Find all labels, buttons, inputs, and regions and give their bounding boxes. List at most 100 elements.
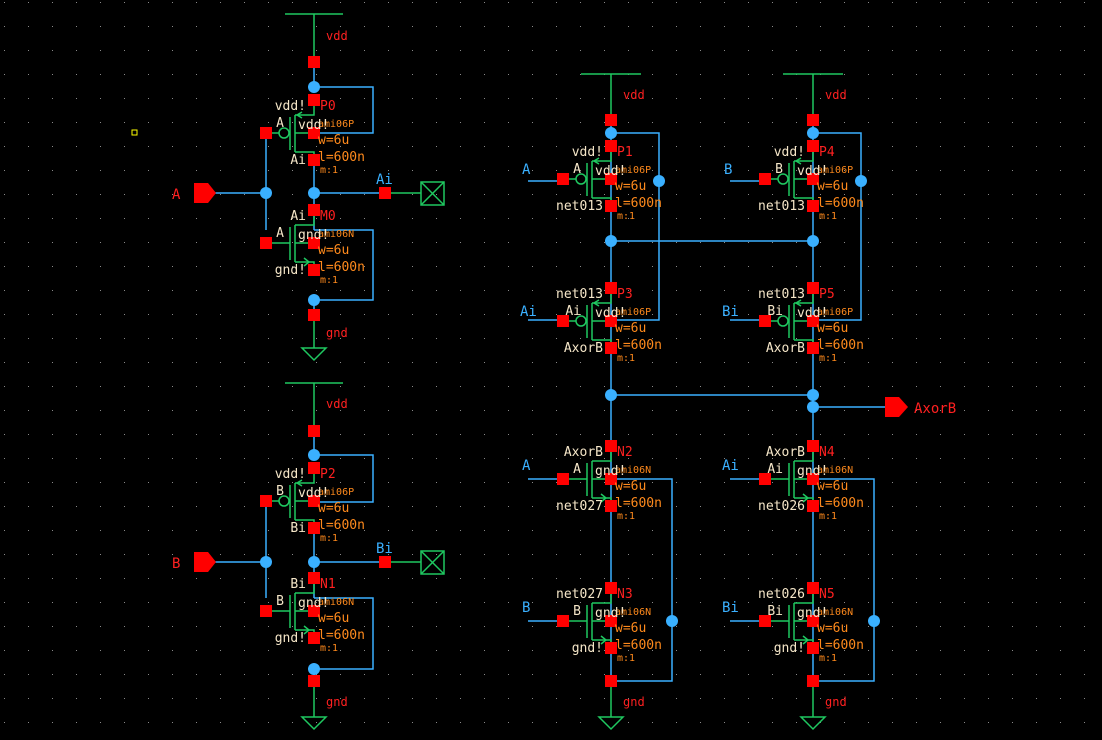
pin-square[interactable]: [379, 187, 391, 199]
pin-square[interactable]: [260, 495, 272, 507]
pin-square[interactable]: [605, 342, 617, 354]
pin-square[interactable]: [605, 615, 617, 627]
pin-square[interactable]: [308, 154, 320, 166]
gate-terminal-label: A: [573, 162, 581, 177]
pin-square[interactable]: [605, 473, 617, 485]
pin-square[interactable]: [759, 173, 771, 185]
input-pin-icon[interactable]: [194, 552, 216, 572]
bulk-terminal-label: gnd!: [595, 464, 626, 479]
pin-square[interactable]: [807, 315, 819, 327]
pin-square[interactable]: [557, 173, 569, 185]
pin-square[interactable]: [605, 500, 617, 512]
pin-square[interactable]: [605, 315, 617, 327]
pin-square[interactable]: [260, 127, 272, 139]
noconn-ai[interactable]: Ai: [376, 172, 445, 206]
pin-square[interactable]: [605, 200, 617, 212]
grid-dot: [820, 554, 821, 555]
pin-square[interactable]: [557, 473, 569, 485]
noconn-bi[interactable]: Bi: [376, 541, 445, 575]
grid-dot: [724, 50, 725, 51]
pin-square[interactable]: [807, 140, 819, 152]
noconn-icon[interactable]: [420, 550, 445, 575]
pin-square[interactable]: [379, 556, 391, 568]
pin-square[interactable]: [807, 675, 819, 687]
pin-square[interactable]: [807, 440, 819, 452]
pin-square[interactable]: [807, 500, 819, 512]
noconn-icon[interactable]: [420, 181, 445, 206]
pin-square[interactable]: [308, 522, 320, 534]
pin-square[interactable]: [308, 632, 320, 644]
pin-square[interactable]: [557, 315, 569, 327]
pin-square[interactable]: [759, 315, 771, 327]
grid-dot: [916, 314, 917, 315]
grid-dot: [604, 626, 605, 627]
pin-square[interactable]: [807, 114, 819, 126]
pin-square[interactable]: [759, 615, 771, 627]
pin-square[interactable]: [807, 342, 819, 354]
pin-square[interactable]: [308, 462, 320, 474]
pin-square[interactable]: [807, 173, 819, 185]
input-pin-icon[interactable]: [194, 183, 216, 203]
pin-axorb[interactable]: AxorB: [885, 397, 956, 417]
pin-square[interactable]: [308, 204, 320, 216]
grid-dot: [172, 266, 173, 267]
pin-square[interactable]: [759, 473, 771, 485]
pin-b[interactable]: B: [172, 552, 216, 572]
pin-square[interactable]: [308, 572, 320, 584]
pin-square[interactable]: [308, 237, 320, 249]
pin-square[interactable]: [308, 264, 320, 276]
pin-square[interactable]: [605, 173, 617, 185]
pin-square[interactable]: [308, 309, 320, 321]
grid-dot: [220, 506, 221, 507]
pin-square[interactable]: [807, 282, 819, 294]
instance-name: N3: [617, 587, 633, 602]
grid-dot: [1036, 266, 1037, 267]
pin-square[interactable]: [557, 615, 569, 627]
grid-dot: [1012, 338, 1013, 339]
grid-dot: [676, 578, 677, 579]
pin-square[interactable]: [605, 642, 617, 654]
pin-square[interactable]: [308, 605, 320, 617]
pin-square[interactable]: [605, 675, 617, 687]
pin-square[interactable]: [308, 675, 320, 687]
pin-a[interactable]: A: [172, 183, 216, 203]
grid-dot: [868, 242, 869, 243]
pin-square[interactable]: [308, 495, 320, 507]
grid-dot: [724, 698, 725, 699]
pin-square[interactable]: [605, 440, 617, 452]
pin-square[interactable]: [807, 642, 819, 654]
pin-square[interactable]: [807, 615, 819, 627]
pin-square[interactable]: [605, 114, 617, 126]
output-pin-icon[interactable]: [885, 397, 908, 417]
pin-square[interactable]: [308, 127, 320, 139]
pin-square[interactable]: [605, 282, 617, 294]
pin-square[interactable]: [308, 56, 320, 68]
grid-dot: [724, 674, 725, 675]
pin-square[interactable]: [807, 582, 819, 594]
grid-dot: [676, 650, 677, 651]
pin-square[interactable]: [260, 237, 272, 249]
pin-square[interactable]: [308, 94, 320, 106]
pin-square[interactable]: [308, 425, 320, 437]
pin-square[interactable]: [807, 200, 819, 212]
pin-square[interactable]: [605, 582, 617, 594]
grid-dot: [28, 578, 29, 579]
pin-square[interactable]: [605, 140, 617, 152]
grid-dot: [484, 2, 485, 3]
pin-square[interactable]: [260, 605, 272, 617]
grid-dot: [844, 578, 845, 579]
pin-square[interactable]: [807, 473, 819, 485]
